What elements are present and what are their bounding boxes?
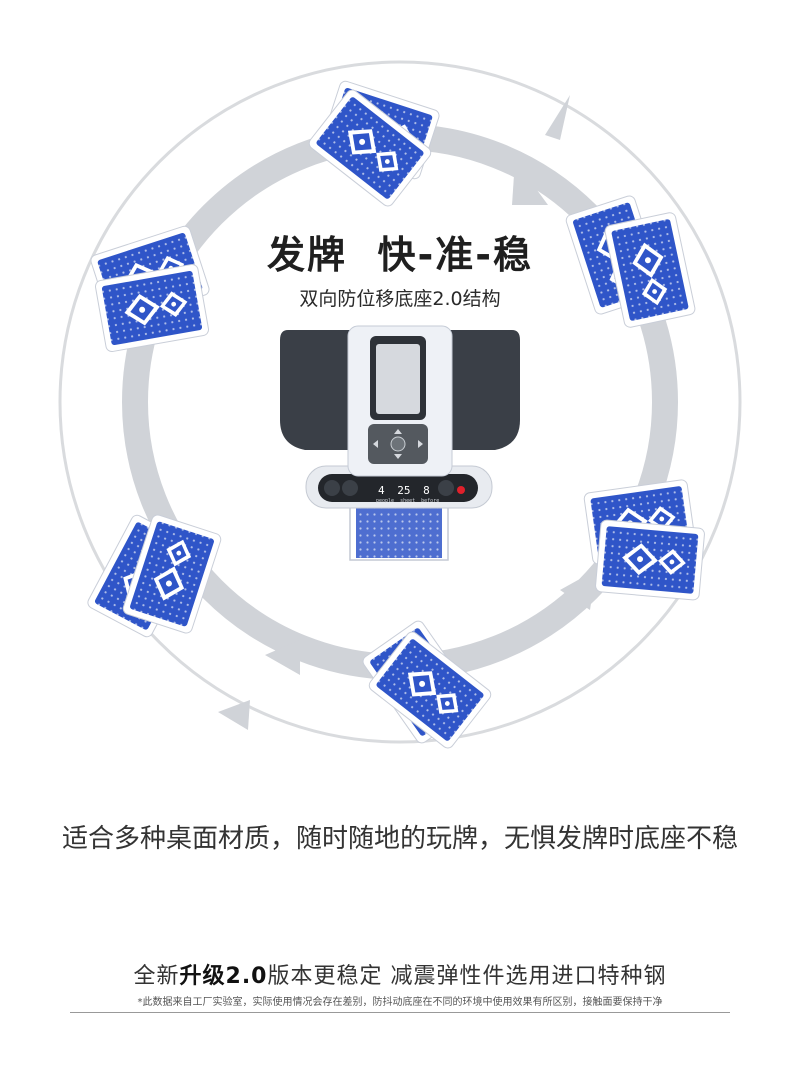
headline: 发牌 快-准-稳 — [266, 233, 533, 277]
arrow-head — [512, 160, 548, 205]
product-illustration: 4 25 8 people sheet before — [58, 60, 742, 751]
divider — [70, 1012, 730, 1013]
illustration-canvas: 4 25 8 people sheet before — [58, 60, 742, 751]
upgrade-line: 全新升级2.0版本更稳定 减震弹性件选用进口特种钢 — [0, 958, 800, 990]
device-display-numbers: 4 25 8 — [378, 484, 430, 497]
outer-ring — [58, 60, 742, 744]
arrow-head — [560, 570, 596, 610]
card-dealer-device: 4 25 8 people sheet before — [280, 325, 520, 561]
upgrade-prefix: 全新 — [133, 964, 180, 989]
subheadline: 双向防位移底座2.0结构 — [299, 288, 501, 310]
arrow-head — [218, 700, 250, 730]
disclaimer: *此数据来自工厂实验室，实际使用情况会存在差别，防抖动底座在不同的环境中使用效果… — [137, 997, 663, 1008]
upgrade-suffix: 版本更稳定 减震弹性件选用进口特种钢 — [267, 964, 667, 989]
device-display-labels: people sheet before — [376, 498, 439, 504]
feature-caption: 适合多种桌面材质，随时随地的玩牌，无惧发牌时底座不稳 — [61, 824, 738, 854]
arrow-head — [545, 95, 570, 140]
arrow-head — [265, 640, 300, 675]
upgrade-strong: 升级2.0 — [179, 964, 268, 989]
